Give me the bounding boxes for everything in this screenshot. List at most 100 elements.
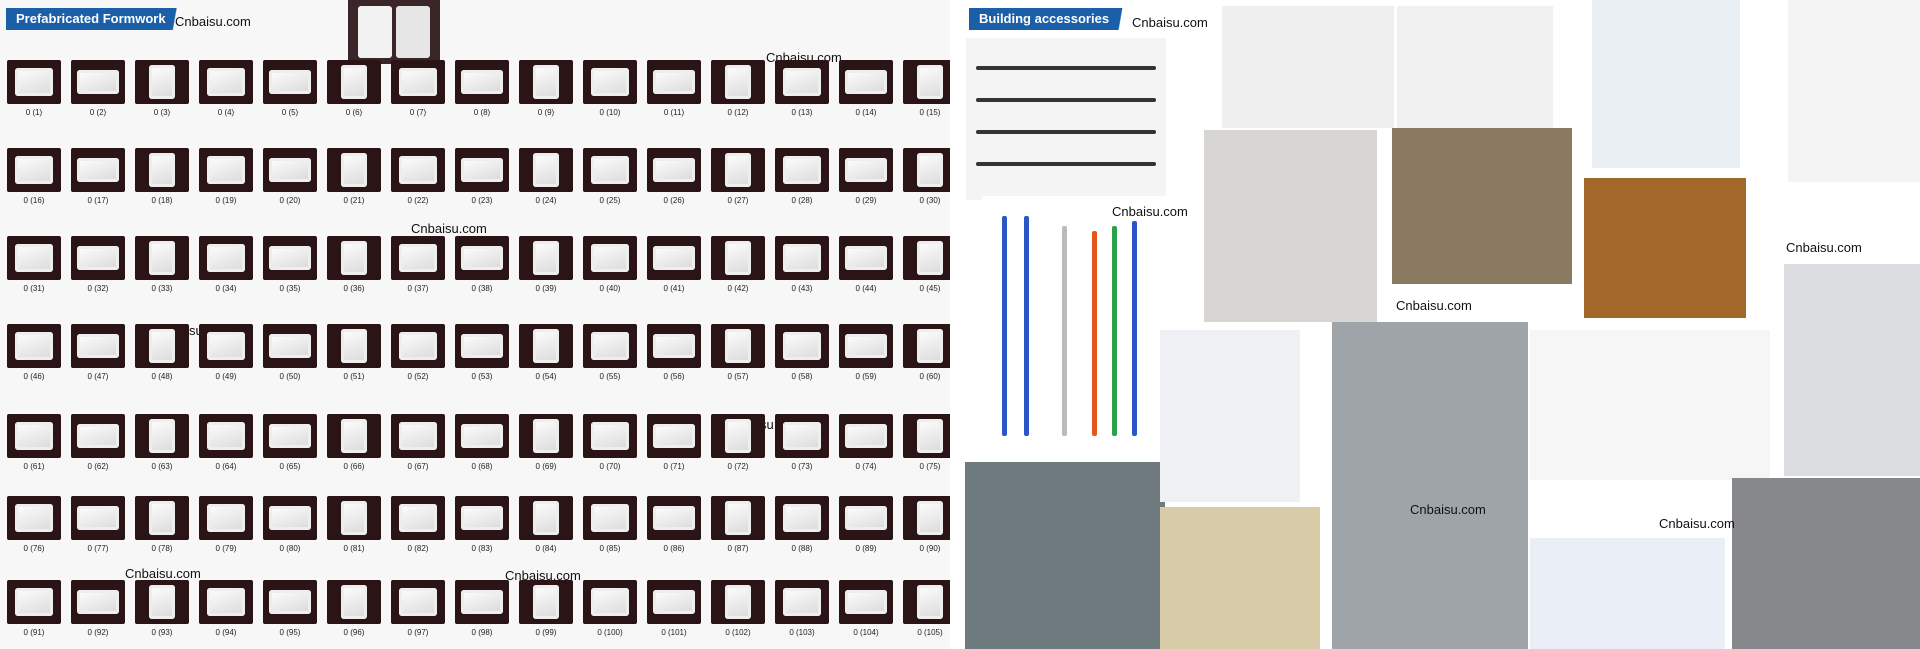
thumbnail-caption: 0 (48) [151, 372, 173, 381]
formwork-image [903, 148, 950, 192]
formwork-image [71, 414, 125, 458]
formwork-thumbnail: 0 (81) [326, 496, 382, 570]
thumbnail-caption: 0 (18) [151, 196, 173, 205]
thumbnail-caption: 0 (56) [663, 372, 685, 381]
watermark: Cnbaisu.com [1659, 516, 1735, 531]
steel-props-photo [982, 196, 1172, 444]
thumbnail-caption: 0 (49) [215, 372, 237, 381]
formwork-thumbnail: 0 (89) [838, 496, 894, 570]
thumbnail-caption: 0 (100) [597, 628, 623, 637]
formwork-image [839, 324, 893, 368]
formwork-image [199, 496, 253, 540]
formwork-image [775, 414, 829, 458]
formwork-thumbnail: 0 (60) [902, 324, 950, 398]
formwork-thumbnail: 0 (101) [646, 580, 702, 649]
formwork-thumbnail: 0 (80) [262, 496, 318, 570]
thumbnail-caption: 0 (81) [343, 544, 365, 553]
formwork-thumbnail: 0 (25) [582, 148, 638, 222]
thumbnail-caption: 0 (74) [855, 462, 877, 471]
thumbnail-caption: 0 (90) [919, 544, 941, 553]
formwork-thumbnail: 0 (56) [646, 324, 702, 398]
formwork-thumbnail: 0 (13) [774, 60, 830, 134]
thumbnail-caption: 0 (17) [87, 196, 109, 205]
formwork-thumbnail: 0 (32) [70, 236, 126, 310]
formwork-image [839, 148, 893, 192]
thumbnail-caption: 0 (4) [217, 108, 235, 117]
thumbnail-caption: 0 (79) [215, 544, 237, 553]
formwork-thumbnail: 0 (83) [454, 496, 510, 570]
thumbnail-caption: 0 (23) [471, 196, 493, 205]
formwork-thumbnail: 0 (98) [454, 580, 510, 649]
formwork-thumbnail: 0 (44) [838, 236, 894, 310]
formwork-thumbnail: 0 (79) [198, 496, 254, 570]
thumbnail-caption: 0 (25) [599, 196, 621, 205]
thumbnail-caption: 0 (8) [473, 108, 491, 117]
formwork-image [263, 60, 317, 104]
thumbnail-row: 0 (16)0 (17)0 (18)0 (19)0 (20)0 (21)0 (2… [6, 148, 950, 224]
thumbnail-caption: 0 (20) [279, 196, 301, 205]
walers-photo [1530, 330, 1770, 480]
formwork-image [71, 236, 125, 280]
formwork-image [775, 496, 829, 540]
thumbnail-caption: 0 (103) [789, 628, 815, 637]
thumbnail-caption: 0 (19) [215, 196, 237, 205]
formwork-image [519, 580, 573, 624]
formwork-image [135, 580, 189, 624]
watermark: Cnbaisu.com [1410, 502, 1486, 517]
formwork-image [199, 414, 253, 458]
formwork-image [71, 60, 125, 104]
formwork-image [391, 580, 445, 624]
building-accessories-heading: Building accessories [969, 8, 1144, 30]
formwork-image [7, 324, 61, 368]
formwork-thumbnail: 0 (90) [902, 496, 950, 570]
thumbnail-caption: 0 (105) [917, 628, 943, 637]
thumbnail-caption: 0 (99) [535, 628, 557, 637]
formwork-image [71, 324, 125, 368]
formwork-image [839, 414, 893, 458]
formwork-thumbnail: 0 (88) [774, 496, 830, 570]
thumbnail-caption: 0 (60) [919, 372, 941, 381]
thumbnail-row: 0 (1)0 (2)0 (3)0 (4)0 (5)0 (6)0 (7)0 (8)… [6, 60, 950, 136]
thumbnail-caption: 0 (15) [919, 108, 941, 117]
formwork-thumbnail: 0 (78) [134, 496, 190, 570]
thumbnail-caption: 0 (77) [87, 544, 109, 553]
thumbnail-caption: 0 (88) [791, 544, 813, 553]
formwork-thumbnail: 0 (58) [774, 324, 830, 398]
formwork-image [455, 580, 509, 624]
thumbnail-row: 0 (76)0 (77)0 (78)0 (79)0 (80)0 (81)0 (8… [6, 496, 950, 572]
thumbnail-caption: 0 (12) [727, 108, 749, 117]
formwork-image [775, 580, 829, 624]
thumbnail-caption: 0 (94) [215, 628, 237, 637]
thumbnail-caption: 0 (96) [343, 628, 365, 637]
watermark: Cnbaisu.com [505, 568, 581, 583]
formwork-image [135, 414, 189, 458]
watermark: Cnbaisu.com [411, 221, 487, 236]
thumbnail-caption: 0 (64) [215, 462, 237, 471]
formwork-image [839, 496, 893, 540]
formwork-thumbnail: 0 (82) [390, 496, 446, 570]
thumbnail-caption: 0 (83) [471, 544, 493, 553]
formwork-thumbnail: 0 (36) [326, 236, 382, 310]
formwork-thumbnail: 0 (14) [838, 60, 894, 134]
thumbnail-caption: 0 (98) [471, 628, 493, 637]
tie-system-parts-photo [1204, 130, 1377, 322]
formwork-thumbnail: 0 (47) [70, 324, 126, 398]
formwork-thumbnail: 0 (38) [454, 236, 510, 310]
anchor-hooks-photo [1392, 128, 1572, 284]
steel-column-formwork-photo [1332, 322, 1528, 649]
formwork-thumbnail: 0 (99) [518, 580, 574, 649]
formwork-thumbnail: 0 (86) [646, 496, 702, 570]
thumbnail-row: 0 (31)0 (32)0 (33)0 (34)0 (35)0 (36)0 (3… [6, 236, 950, 312]
formwork-image [583, 580, 637, 624]
aluminium-formwork-photo [1784, 264, 1920, 476]
thumbnail-caption: 0 (67) [407, 462, 429, 471]
thumbnail-caption: 0 (45) [919, 284, 941, 293]
formwork-thumbnail: 0 (73) [774, 414, 830, 488]
formwork-image [455, 496, 509, 540]
tie-rods-photo [966, 38, 1166, 200]
formwork-thumbnail: 0 (41) [646, 236, 702, 310]
formwork-image [391, 324, 445, 368]
formwork-image [7, 580, 61, 624]
formwork-image [71, 580, 125, 624]
formwork-hardware-photo [1160, 330, 1300, 502]
